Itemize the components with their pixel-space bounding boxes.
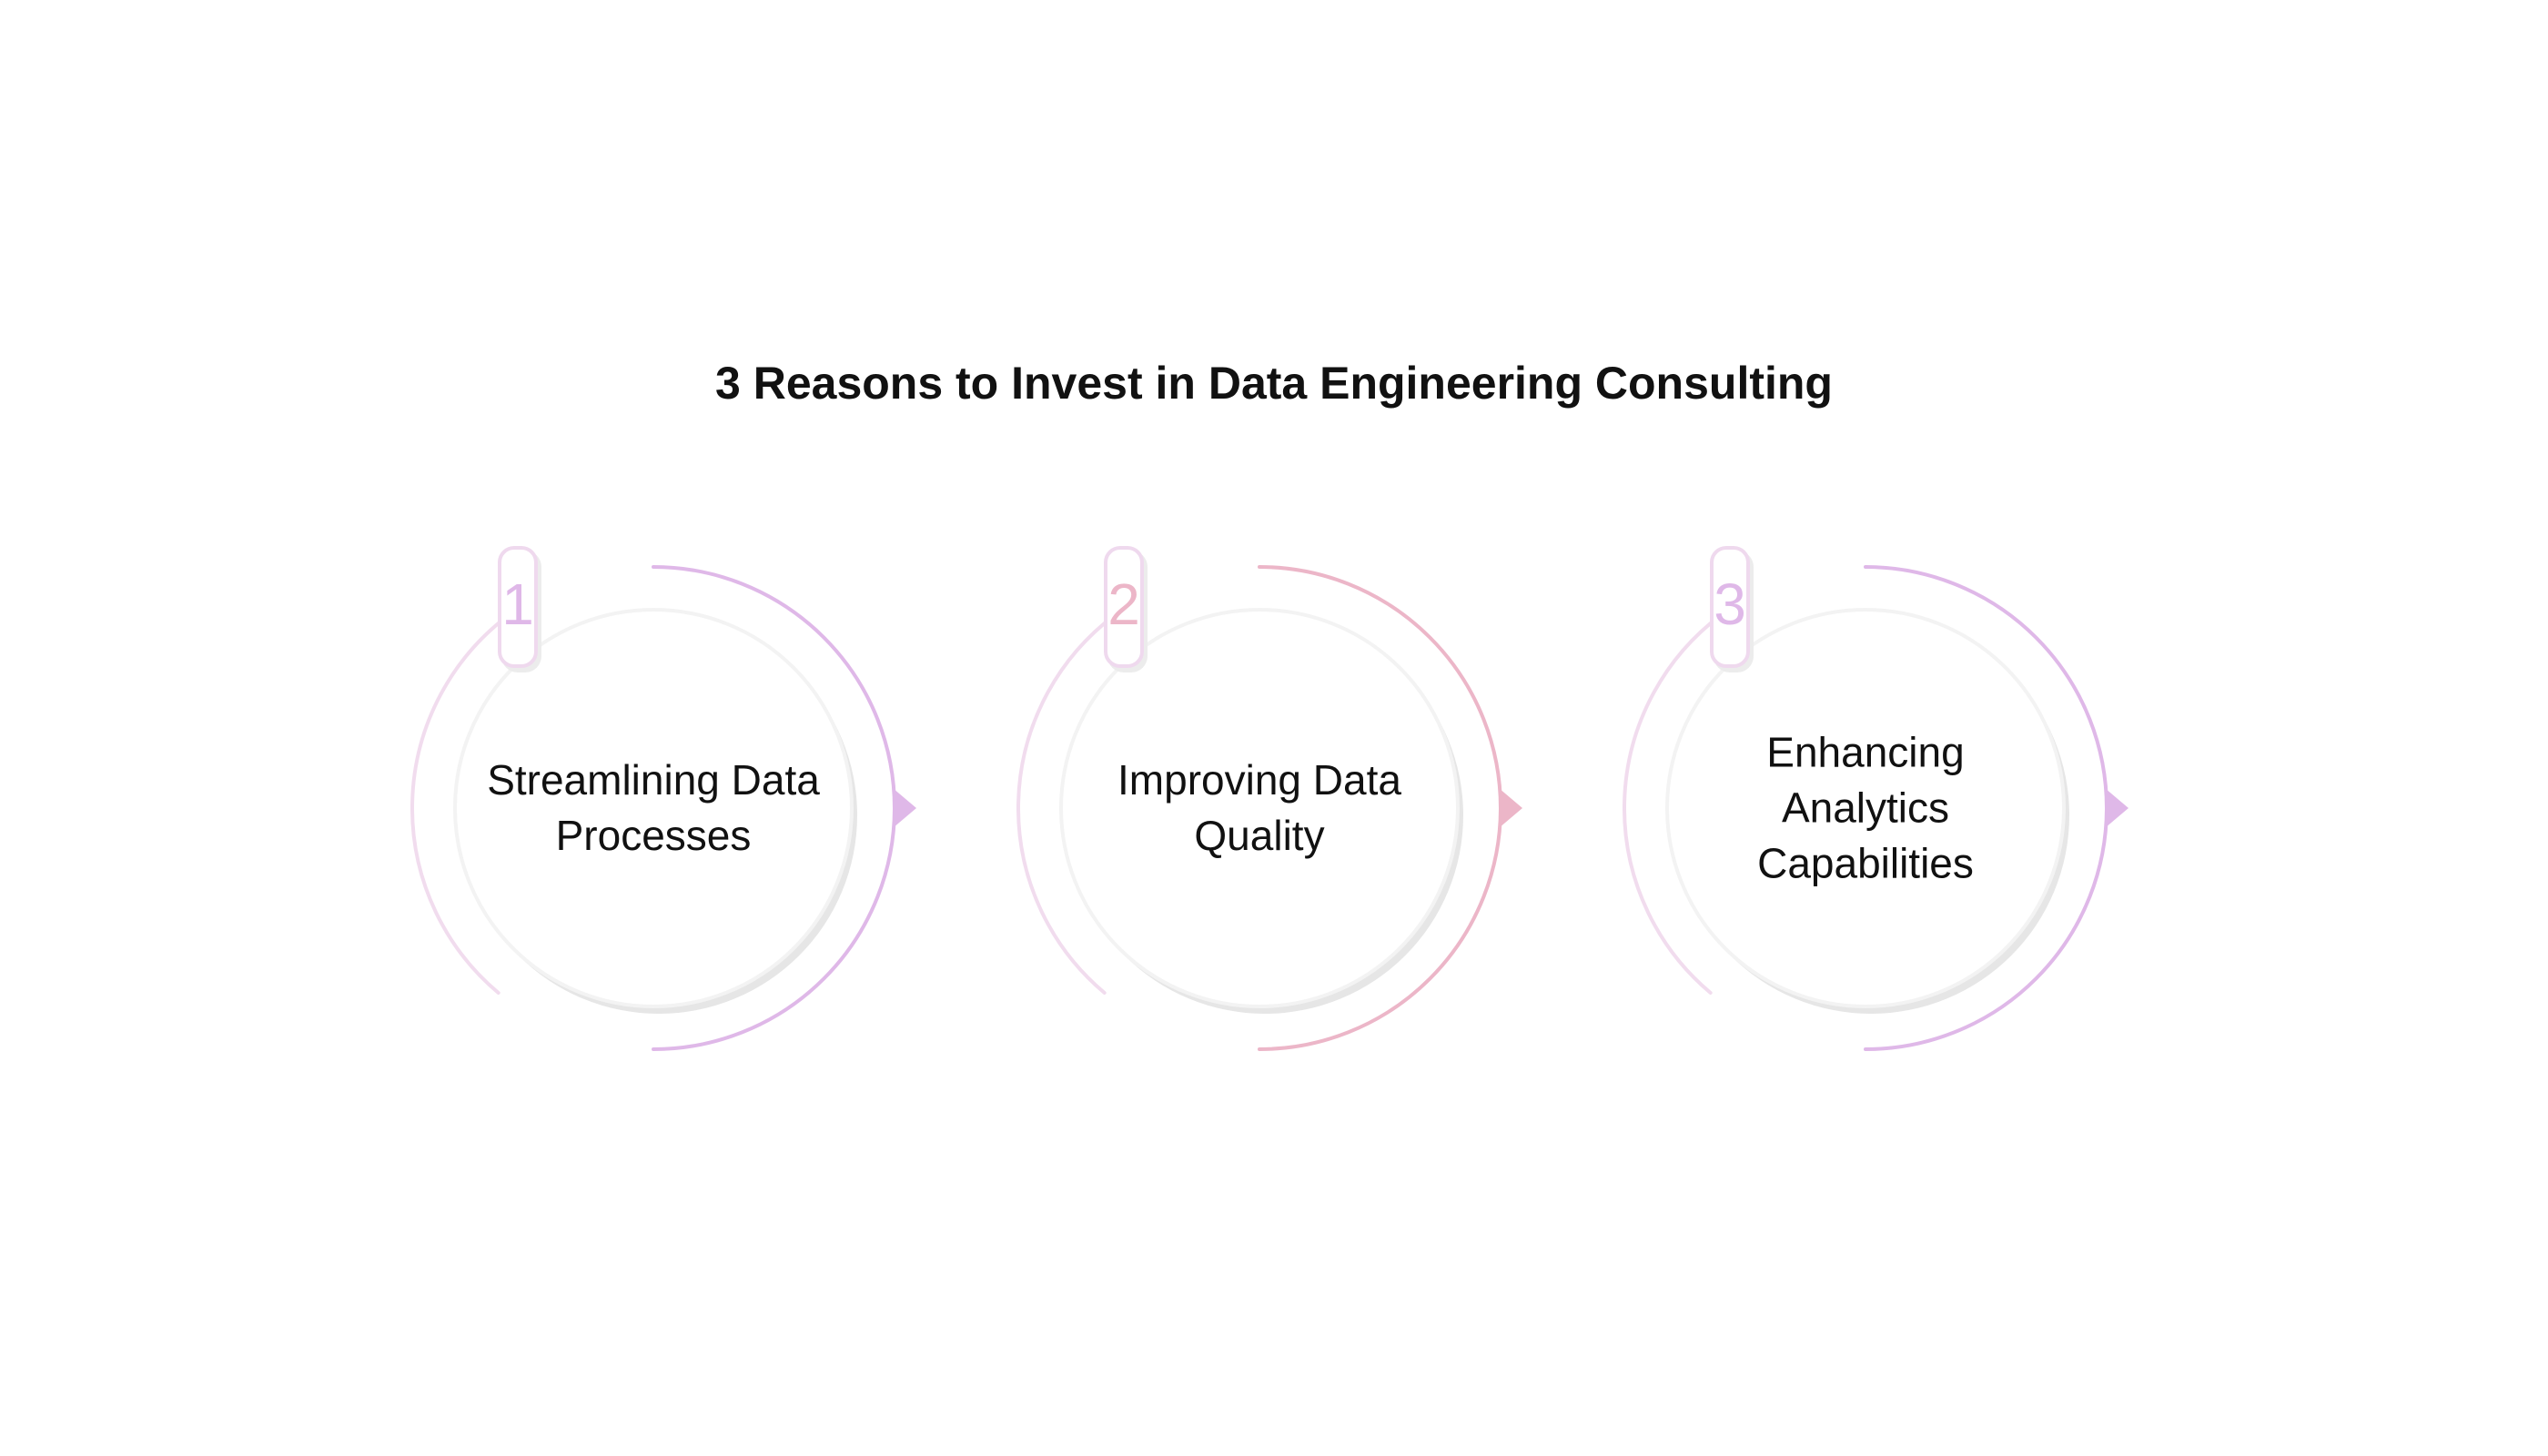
arrow-icon — [893, 788, 916, 828]
reason-label: Streamlining Data Processes — [487, 756, 820, 859]
step-number-badge: 2 — [1104, 546, 1144, 668]
arrow-icon — [1499, 788, 1522, 828]
arrow-icon — [2105, 788, 2128, 828]
left-arc — [1016, 613, 1117, 995]
reason-circle — [1665, 608, 2066, 1008]
reason-label: Improving Data Quality — [1117, 756, 1401, 859]
step-number-badge: 1 — [498, 546, 538, 668]
reason-label: Enhancing Analytics Capabilities — [1757, 728, 1974, 887]
diagram-title: 3 Reasons to Invest in Data Engineering … — [715, 358, 1833, 409]
left-arc — [410, 613, 511, 995]
left-arc — [1623, 613, 1723, 995]
reason-circle — [1059, 608, 1460, 1008]
step-number-badge: 3 — [1710, 546, 1750, 668]
reason-circle — [453, 608, 854, 1008]
